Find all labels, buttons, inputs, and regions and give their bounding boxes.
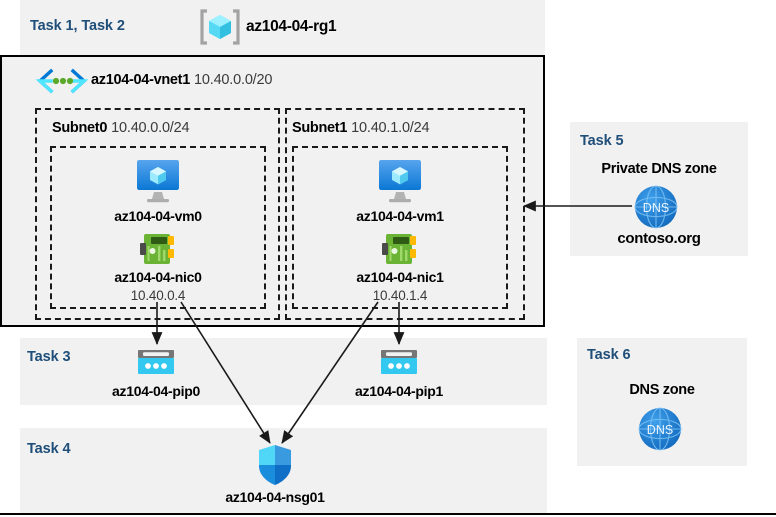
nsg-label: az104-04-nsg01 — [225, 489, 325, 505]
subnet1-name: Subnet1 — [292, 120, 348, 136]
public-ip-address-icon — [379, 349, 419, 377]
nic1-label: az104-04-nic1 — [356, 269, 444, 285]
subnet1-inner-box — [292, 146, 508, 309]
vnet-address-space: 10.40.0.0/20 — [194, 72, 273, 88]
vm0-label: az104-04-vm0 — [114, 208, 202, 224]
pip0-label: az104-04-pip0 — [112, 383, 200, 399]
subnet0-prefix: 10.40.0.0/24 — [111, 120, 190, 136]
nic0-ip: 10.40.0.4 — [130, 288, 186, 303]
vnet-box — [0, 55, 545, 327]
network-interface-icon — [138, 232, 178, 268]
nic0-label: az104-04-nic0 — [114, 269, 202, 285]
network-security-group-shield-icon — [257, 444, 293, 486]
svg-text:DNS: DNS — [647, 423, 673, 437]
resource-group-cube-icon — [199, 7, 241, 47]
private-dns-zone-heading: Private DNS zone — [601, 161, 717, 177]
private-dns-zone-name: contoso.org — [617, 230, 701, 247]
nic1-ip: 10.40.1.4 — [372, 288, 428, 303]
bottom-divider — [0, 513, 776, 515]
task6-label: Task 6 — [587, 347, 631, 363]
subnet0-inner-box — [50, 146, 266, 309]
subnet1-title: Subnet1 10.40.1.0/24 — [292, 120, 430, 136]
vnet-title: az104-04-vnet1 10.40.0.0/20 — [91, 72, 272, 88]
task1-task2-label: Task 1, Task 2 — [30, 18, 125, 34]
subnet0-title: Subnet0 10.40.0.0/24 — [52, 120, 190, 136]
virtual-network-icon — [35, 68, 89, 94]
dns-zone-heading: DNS zone — [629, 382, 695, 398]
task4-label: Task 4 — [27, 441, 71, 457]
public-ip-address-icon — [136, 349, 176, 377]
subnet1-box — [285, 108, 525, 320]
task3-label: Task 3 — [27, 349, 71, 365]
vnet-name: az104-04-vnet1 — [91, 72, 190, 88]
vm1-label: az104-04-vm1 — [356, 208, 444, 224]
task5-label: Task 5 — [580, 133, 624, 149]
virtual-machine-icon — [133, 158, 183, 204]
task1-task2-panel — [20, 0, 545, 55]
subnet1-prefix: 10.40.1.0/24 — [351, 120, 430, 136]
dns-globe-icon: DNS — [633, 184, 679, 230]
pip1-label: az104-04-pip1 — [355, 383, 443, 399]
virtual-machine-icon — [375, 158, 425, 204]
subnet0-name: Subnet0 — [52, 120, 108, 136]
svg-text:DNS: DNS — [643, 201, 669, 215]
dns-globe-icon: DNS — [637, 406, 683, 452]
network-interface-icon — [380, 232, 420, 268]
resource-group-name: az104-04-rg1 — [246, 18, 337, 35]
